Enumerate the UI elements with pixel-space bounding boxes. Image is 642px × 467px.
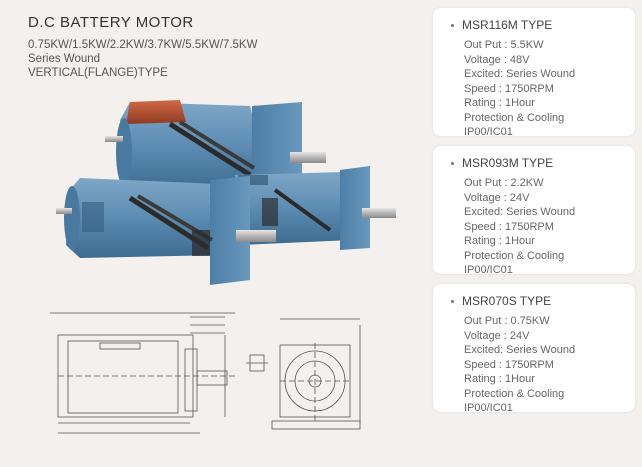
bullet-icon	[451, 299, 454, 303]
spec-excited: Excited: Series Wound	[464, 68, 576, 80]
spec-output: Out Put : 0.75KW	[464, 315, 550, 327]
spec-excited: Excited: Series Wound	[464, 344, 576, 356]
spec-card-msr116m: MSR116M TYPE Out Put : 5.5KW Voltage : 4…	[433, 8, 635, 138]
spec-card-msr070s: MSR070S TYPE Out Put : 0.75KW Voltage : …	[433, 284, 635, 414]
spec-rating: Rating : 1Hour	[464, 235, 535, 247]
winding-type: Series Wound	[28, 53, 101, 65]
bullet-icon	[451, 23, 454, 27]
power-range: 0.75KW/1.5KW/2.2KW/3.7KW/5.5KW/7.5KW	[28, 39, 258, 51]
motor-large	[105, 100, 326, 194]
spec-output: Out Put : 5.5KW	[464, 39, 544, 51]
spec-speed: Speed : 1750RPM	[464, 82, 554, 95]
spec-voltage: Voltage : 24V	[464, 329, 530, 342]
model-title: MSR093M TYPE	[462, 156, 554, 170]
spec-speed: Speed : 1750RPM	[464, 358, 554, 371]
mount-type: VERTICAL(FLANGE)TYPE	[28, 67, 168, 79]
motor-small-front	[56, 176, 276, 285]
bullet-icon	[451, 161, 454, 165]
model-title: MSR070S TYPE	[462, 294, 552, 308]
model-title: MSR116M TYPE	[462, 18, 553, 32]
product-subtitle: 0.75KW/1.5KW/2.2KW/3.7KW/5.5KW/7.5KW Ser…	[28, 38, 257, 80]
spec-speed: Speed : 1750RPM	[464, 220, 554, 233]
page-title: D.C BATTERY MOTOR	[28, 14, 194, 31]
spec-output: Out Put : 2.2KW	[464, 177, 544, 189]
spec-protection: Protection & Cooling	[464, 249, 565, 262]
spec-ip-class: IP00/IC01	[464, 402, 513, 414]
spec-voltage: Voltage : 48V	[464, 53, 530, 66]
spec-rating: Rating : 1Hour	[464, 97, 535, 109]
spec-protection: Protection & Cooling	[464, 111, 565, 124]
technical-drawing	[50, 312, 361, 434]
spec-column: MSR116M TYPE Out Put : 5.5KW Voltage : 4…	[433, 8, 635, 422]
spec-rating: Rating : 1Hour	[464, 373, 535, 385]
spec-card-msr093m: MSR093M TYPE Out Put : 2.2KW Voltage : 2…	[433, 146, 635, 276]
spec-ip-class: IP00/IC01	[464, 126, 513, 138]
motor-medium	[235, 166, 396, 250]
product-panel: D.C BATTERY MOTOR 0.75KW/1.5KW/2.2KW/3.7…	[28, 14, 396, 434]
spec-ip-class: IP00/IC01	[464, 264, 513, 276]
motor-photo	[56, 100, 396, 285]
spec-protection: Protection & Cooling	[464, 387, 565, 400]
spec-excited: Excited: Series Wound	[464, 206, 576, 218]
spec-voltage: Voltage : 24V	[464, 191, 530, 204]
